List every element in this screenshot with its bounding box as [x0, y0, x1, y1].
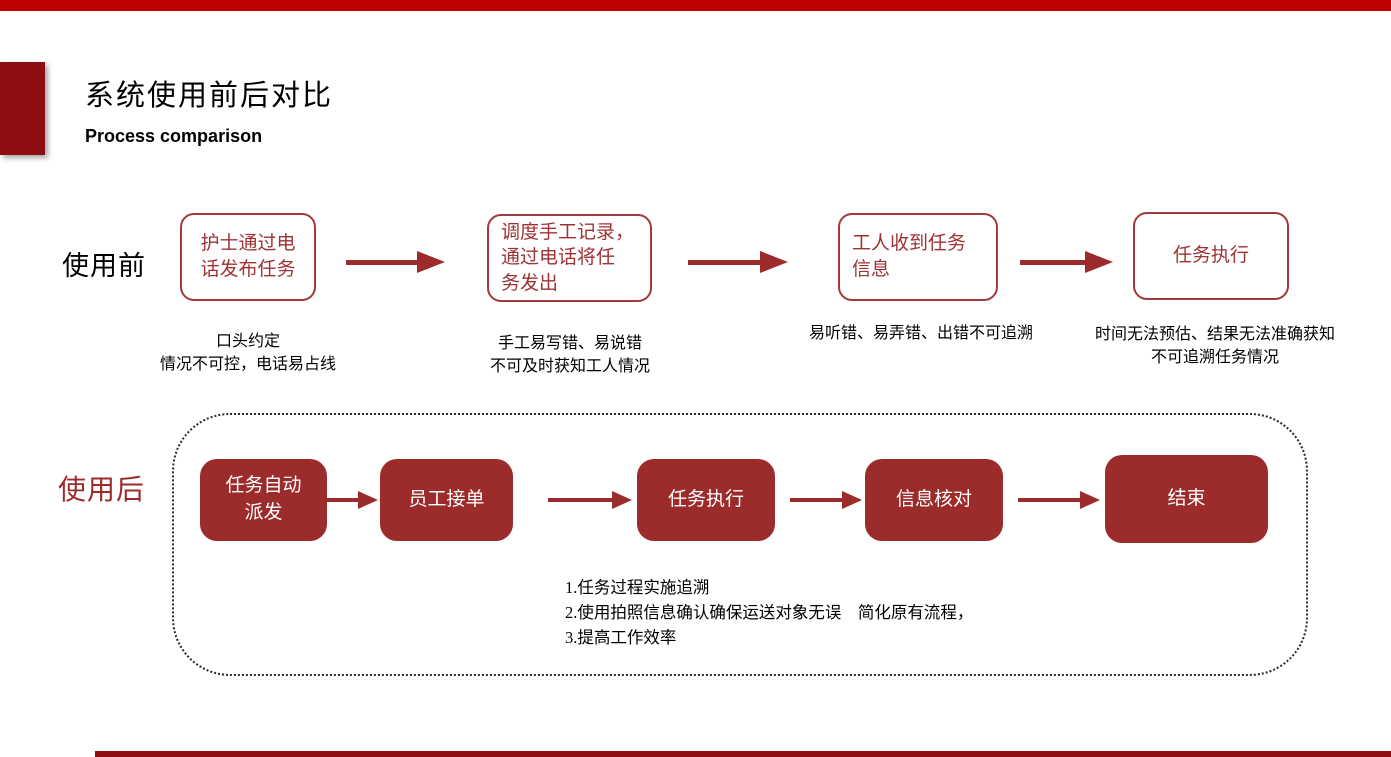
after-flow-container: [172, 413, 1308, 676]
after-step-box: 任务自动 派发: [200, 459, 327, 541]
arrow-shaft: [346, 259, 417, 265]
after-step-box: 信息核对: [865, 459, 1003, 541]
after-step-box: 结束: [1105, 455, 1268, 543]
flow-arrow-icon: [346, 251, 445, 273]
arrow-head: [417, 251, 445, 273]
page-title: 系统使用前后对比: [85, 80, 334, 112]
before-step-caption: 口头约定 情况不可控，电话易占线: [159, 333, 336, 374]
flow-arrow-icon: [312, 491, 378, 509]
arrow-shaft: [312, 498, 358, 502]
after-step-box: 任务执行: [637, 459, 775, 541]
after-flow-notes: 1.任务过程实施追溯 2.使用拍照信息确认确保运送对象无误 简化原有流程， 3.…: [565, 578, 974, 648]
before-row-label: 使用前: [62, 251, 146, 281]
arrow-head: [1085, 251, 1113, 273]
arrow-shaft: [1018, 498, 1080, 502]
arrow-head: [612, 491, 632, 509]
before-step-caption: 易听错、易弄错、出错不可追溯: [808, 325, 1033, 342]
before-step-box: 调度手工记录， 通过电话将任 务发出: [487, 214, 652, 302]
before-step-box: 工人收到任务 信息: [838, 213, 998, 301]
arrow-head: [1080, 491, 1100, 509]
arrow-shaft: [548, 498, 612, 502]
flow-arrow-icon: [548, 491, 632, 509]
before-step-box: 护士通过电 话发布任务: [180, 213, 316, 301]
left-accent-square: [0, 62, 45, 155]
arrow-shaft: [688, 259, 760, 265]
flow-arrow-icon: [688, 251, 788, 273]
arrow-head: [760, 251, 788, 273]
flow-arrow-icon: [790, 491, 862, 509]
arrow-head: [842, 491, 862, 509]
after-step-box: 员工接单: [380, 459, 513, 541]
page-subtitle: Process comparison: [85, 126, 263, 146]
arrow-shaft: [1020, 259, 1085, 265]
flow-arrow-icon: [1020, 251, 1113, 273]
arrow-head: [358, 491, 378, 509]
after-row-label: 使用后: [58, 475, 146, 506]
bottom-accent-bar: [95, 751, 1391, 757]
arrow-shaft: [790, 498, 842, 502]
flow-arrow-icon: [1018, 491, 1100, 509]
before-step-caption: 时间无法预估、结果无法准确获知 不可追溯任务情况: [1094, 326, 1335, 367]
before-step-caption: 手工易写错、易说错 不可及时获知工人情况: [489, 335, 650, 376]
before-step-box: 任务执行: [1133, 212, 1289, 300]
top-accent-bar: [0, 0, 1391, 11]
